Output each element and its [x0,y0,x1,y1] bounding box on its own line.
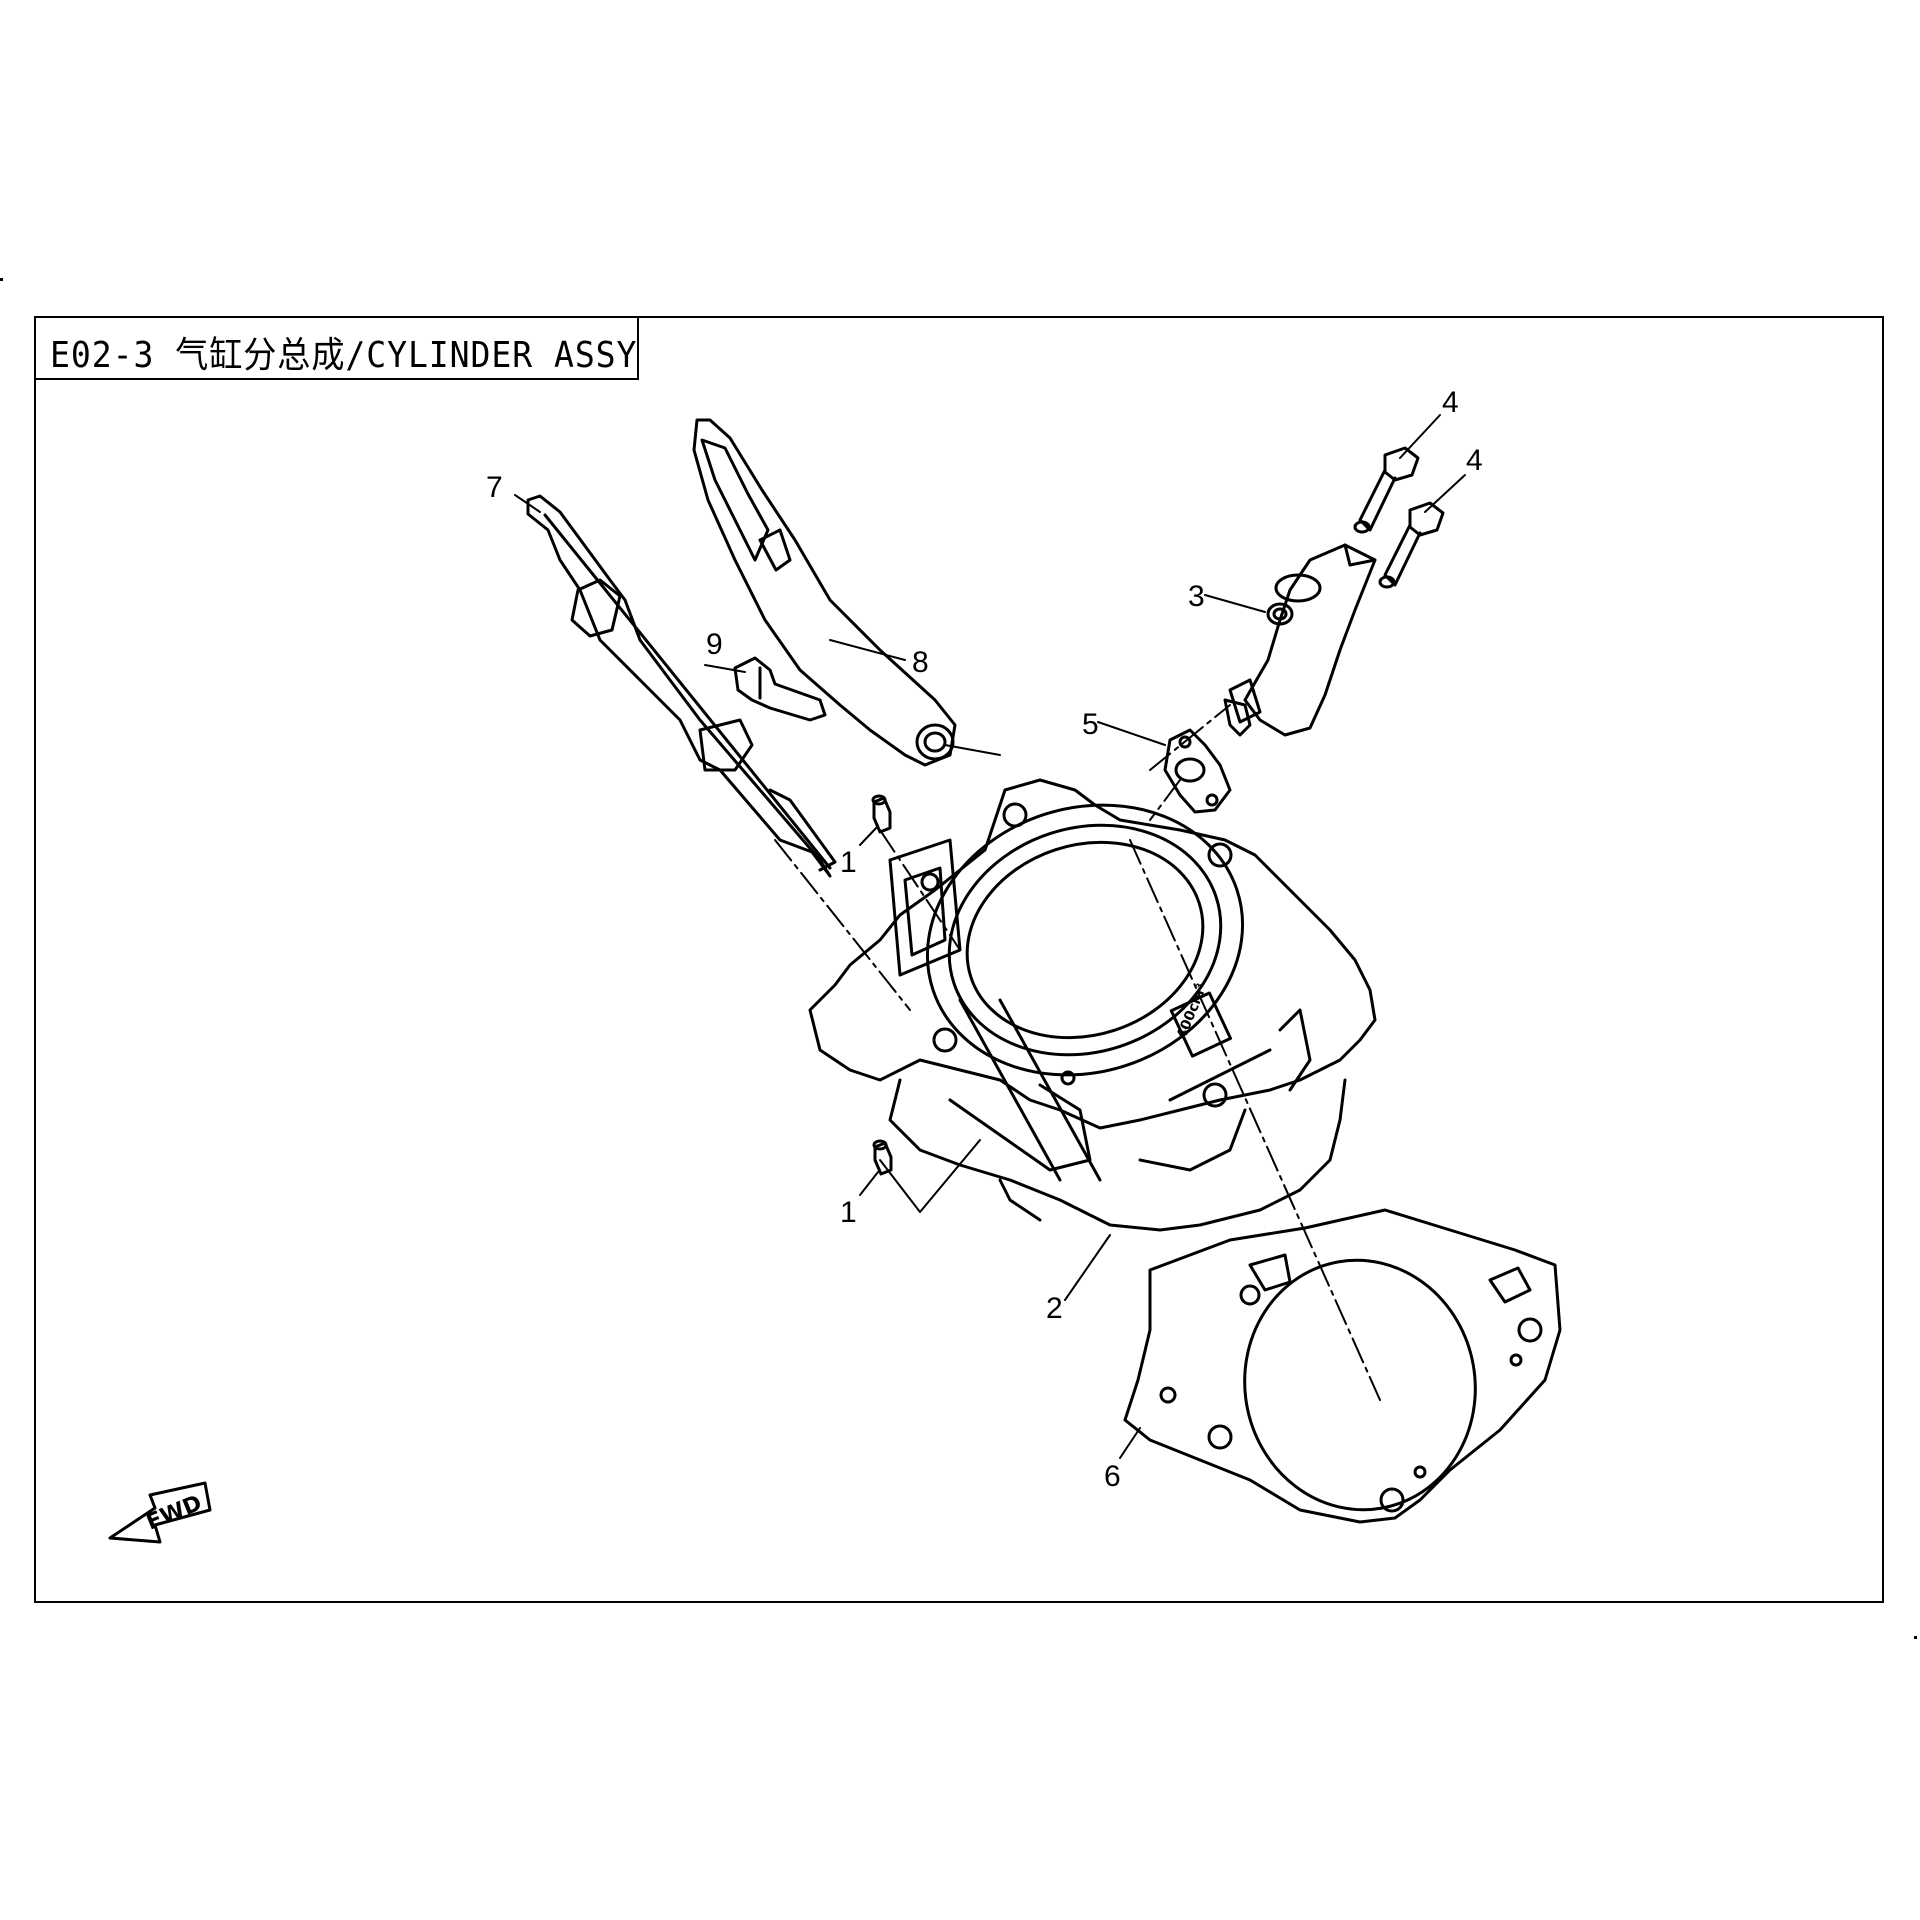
callout-3: 3 [1188,580,1205,613]
part-6-base-gasket [1123,1208,1562,1524]
callout-8: 8 [912,646,929,679]
callout-1-upper: 1 [840,846,857,879]
part-1-dowel-pin-upper [871,794,892,834]
drawing-frame [34,316,1884,1603]
part-7-chain-guide [526,494,837,878]
leader-lines [514,414,1466,1459]
part-4-bolt-lower [1378,501,1445,589]
callout-4-upper: 4 [1442,386,1459,419]
page-title: E02-3 气缸分总成/CYLINDER ASSY [50,335,638,376]
callout-7: 7 [486,471,503,504]
part-3-chain-tensioner [1223,543,1377,737]
corner-mark-left [0,278,3,281]
callout-4-lower: 4 [1466,444,1483,477]
corner-mark-right [1914,1636,1917,1639]
part-4-bolt-upper [1353,446,1420,534]
callout-numbers: 7 9 8 3 4 4 5 1 1 2 6 [486,386,1483,1493]
assembly-centerlines [774,704,1381,1401]
part-1-dowel-pin-lower [872,1139,893,1176]
title-box: E02-3 气缸分总成/CYLINDER ASSY [34,316,639,380]
callout-6: 6 [1104,1460,1121,1493]
callout-2: 2 [1046,1292,1063,1325]
part-9-pivot-bolt [733,656,827,722]
callout-9: 9 [706,628,723,661]
part-5-tensioner-gasket [1163,728,1232,814]
part-2-cylinder-block [808,778,1377,1232]
callout-1-lower: 1 [840,1196,857,1229]
fwd-arrow [108,1481,212,1544]
part-8-tensioner-guide [692,418,957,767]
callout-5: 5 [1082,708,1099,741]
